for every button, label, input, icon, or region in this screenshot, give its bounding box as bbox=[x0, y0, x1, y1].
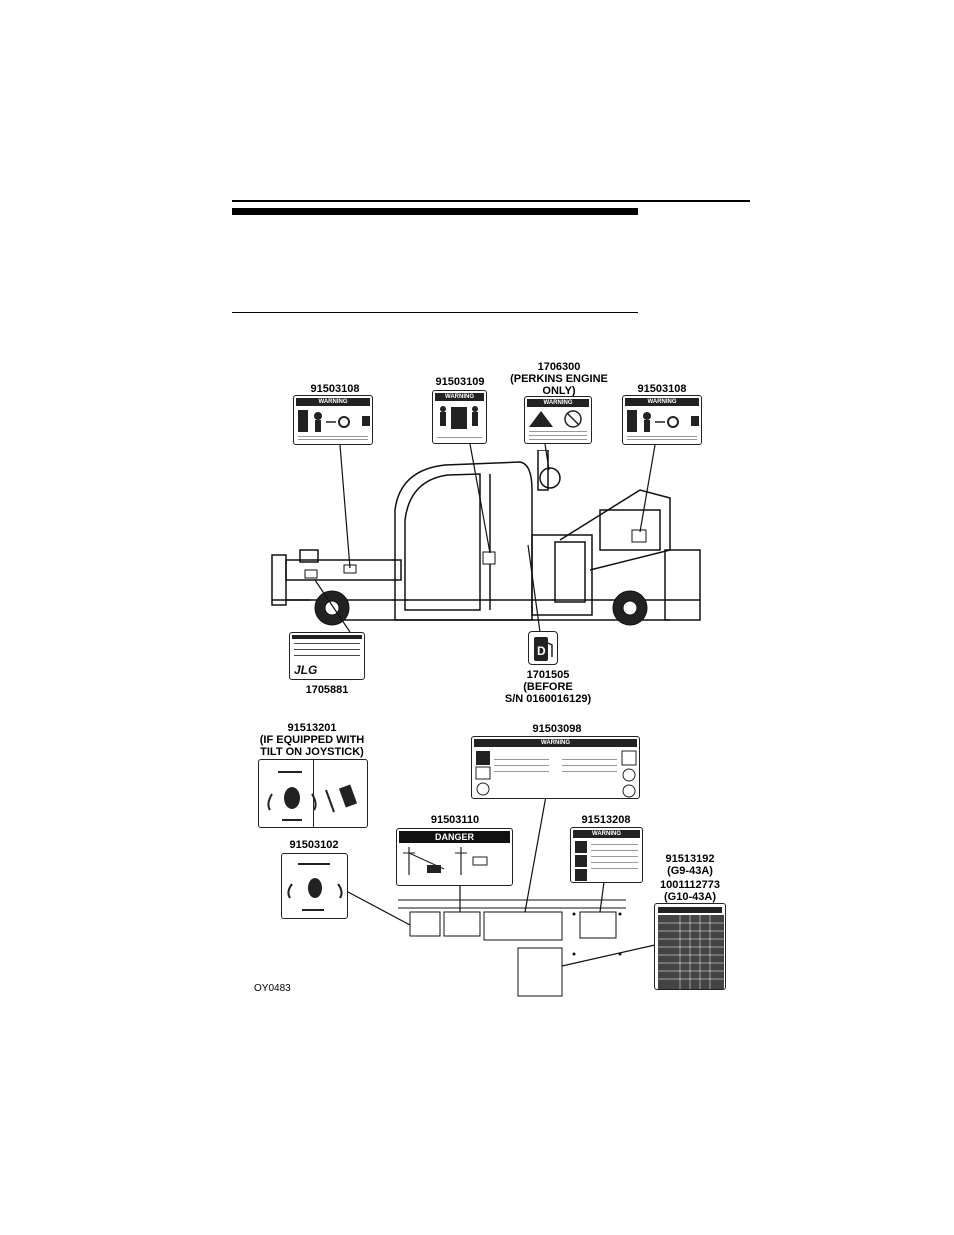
fuel-letter: D bbox=[537, 644, 546, 658]
part-label-91503098: 91503098 bbox=[532, 723, 582, 735]
part-label-91503109: 91503109 bbox=[435, 376, 485, 388]
part-label-91513192: 91513192 (G9-43A) bbox=[665, 853, 715, 877]
decal-91503108-left: WARNING bbox=[293, 395, 373, 445]
figure-id: OY0483 bbox=[254, 983, 291, 994]
warning-header: WARNING bbox=[474, 739, 637, 747]
operator-hazard-icon bbox=[440, 406, 478, 429]
top-thin-rule bbox=[232, 200, 750, 202]
telehandler-illustration bbox=[271, 450, 701, 626]
electrocution-hazard-icon bbox=[403, 847, 488, 875]
decal-91503098: WARNING bbox=[471, 736, 640, 799]
decal-91503109: WARNING bbox=[432, 390, 487, 444]
warning-header: WARNING bbox=[296, 398, 370, 406]
warning-header: WARNING bbox=[573, 830, 640, 838]
part-label-1701505: 1701505 (BEFORE S/N 0160016129) bbox=[504, 669, 592, 705]
jlg-logo-icon: JLG bbox=[294, 663, 317, 677]
part-label-91513208: 91513208 bbox=[581, 814, 631, 826]
part-label-91503110: 91503110 bbox=[430, 814, 480, 826]
fuel-pump-icon bbox=[534, 637, 553, 661]
joystick-tilt-icon bbox=[267, 771, 358, 821]
warning-header: WARNING bbox=[527, 399, 589, 407]
part-label-1001112773: 1001112773 (G10-43A) bbox=[660, 879, 720, 903]
warning-header: WARNING bbox=[292, 635, 362, 639]
section-rule bbox=[232, 312, 638, 313]
warning-header: WARNING bbox=[625, 398, 699, 406]
part-label-91503108-left: 91503108 bbox=[310, 383, 360, 395]
danger-header: DANGER bbox=[399, 831, 510, 843]
decal-1701505-fuel: D bbox=[528, 631, 558, 665]
warning-header: WARNING bbox=[435, 393, 484, 401]
decal-1705881: WARNING JLG bbox=[289, 632, 365, 680]
decal-1706300: WARNING bbox=[524, 396, 592, 444]
part-label-91513201: 91513201 (IF EQUIPPED WITH TILT ON JOYST… bbox=[259, 722, 365, 758]
cab-panel-diagram bbox=[398, 899, 626, 997]
load-chart-grid bbox=[658, 915, 724, 989]
top-thick-rule bbox=[232, 208, 638, 215]
explosion-hazard-icon bbox=[529, 410, 582, 428]
part-label-91503108-right: 91503108 bbox=[637, 383, 687, 395]
part-label-91503102: 91503102 bbox=[289, 839, 339, 851]
crush-hazard-icon bbox=[298, 410, 370, 432]
decal-91503108-right: WARNING bbox=[622, 395, 702, 445]
decal-load-chart bbox=[654, 903, 726, 990]
decal-91503102 bbox=[281, 853, 348, 919]
part-label-1706300: 1706300 (PERKINS ENGINE ONLY) bbox=[510, 361, 608, 397]
decal-91513208: WARNING bbox=[570, 827, 643, 883]
crush-hazard-icon bbox=[627, 410, 699, 432]
decal-91513201 bbox=[258, 759, 368, 828]
safety-instructions-icons bbox=[475, 750, 637, 798]
svg-text:JLG: JLG bbox=[294, 663, 317, 677]
part-label-1705881: 1705881 bbox=[305, 684, 349, 696]
safety-pictogram-icons bbox=[575, 841, 587, 881]
joystick-controls-icon bbox=[287, 863, 343, 911]
decal-91503110: DANGER bbox=[396, 828, 513, 886]
